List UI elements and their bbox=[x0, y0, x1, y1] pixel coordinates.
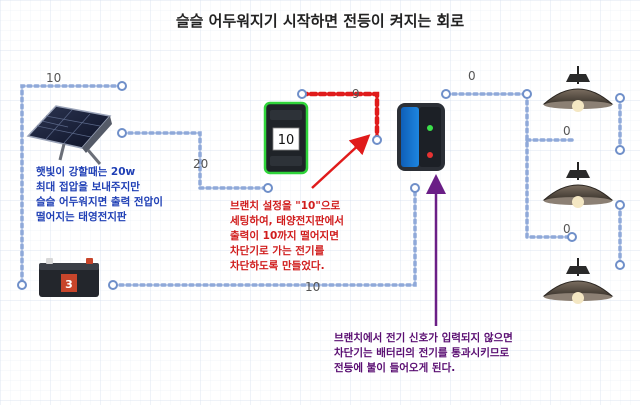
node[interactable] bbox=[263, 183, 273, 193]
node[interactable] bbox=[615, 200, 625, 210]
solar-panel-annotation: 햇빛이 강할때는 20w 최대 접압을 보내주지만 슬슬 어두워지면 출력 전압… bbox=[36, 166, 163, 223]
solar-panel-icon[interactable] bbox=[26, 105, 112, 165]
branch-value: 10 bbox=[278, 133, 295, 148]
arrow-branch-note bbox=[311, 134, 371, 189]
node[interactable] bbox=[615, 145, 625, 155]
wire-label-breaker-to-lamps: 0 bbox=[468, 69, 476, 83]
node[interactable] bbox=[372, 135, 382, 145]
wire-solar-to-branch bbox=[120, 131, 270, 190]
wire-battery-to-breaker bbox=[111, 186, 417, 287]
wire-label-lamp-1-2: 0 bbox=[563, 124, 571, 138]
ceiling-lamp-icon[interactable] bbox=[542, 258, 614, 304]
battery-label: 3 bbox=[65, 278, 73, 291]
wire-label-top-left: 10 bbox=[46, 71, 61, 85]
branch-device-icon[interactable] bbox=[263, 101, 309, 175]
battery-icon[interactable] bbox=[39, 258, 99, 297]
breaker-annotation: 브랜치에서 전기 신호가 입력되지 않으면 차단기는 배터리의 전기를 통과시키… bbox=[334, 332, 513, 374]
wire-label-branch-to-breaker: 9 bbox=[352, 87, 360, 101]
wire-top-left bbox=[20, 84, 124, 287]
node[interactable] bbox=[522, 89, 532, 99]
wire-label-battery-to-breaker: 10 bbox=[305, 280, 320, 294]
ceiling-lamp-icon[interactable] bbox=[542, 66, 614, 112]
wire-label-solar-to-branch: 20 bbox=[193, 157, 208, 171]
node[interactable] bbox=[17, 280, 27, 290]
node[interactable] bbox=[615, 260, 625, 270]
ceiling-lamp-icon[interactable] bbox=[542, 162, 614, 208]
node[interactable] bbox=[117, 128, 127, 138]
breaker-device-icon[interactable] bbox=[397, 103, 445, 171]
wire-branch-to-breaker bbox=[299, 91, 380, 143]
node[interactable] bbox=[615, 93, 625, 103]
page-title: 슬슬 어두워지기 시작하면 전등이 켜지는 회로 bbox=[175, 12, 465, 30]
node[interactable] bbox=[567, 232, 577, 242]
node[interactable] bbox=[410, 183, 420, 193]
node[interactable] bbox=[441, 89, 451, 99]
node[interactable] bbox=[297, 89, 307, 99]
wire-label-lamp-2-3: 0 bbox=[563, 222, 571, 236]
branch-annotation: 브랜치 설정을 "10"으로 세팅하여, 태양전지판에서 출력이 10까지 떨어… bbox=[230, 200, 344, 272]
node[interactable] bbox=[117, 81, 127, 91]
node[interactable] bbox=[108, 280, 118, 290]
